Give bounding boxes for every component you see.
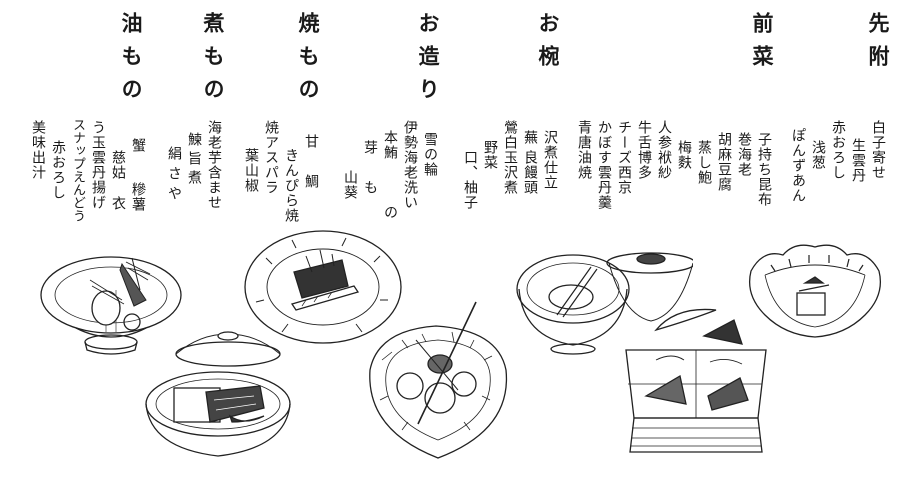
menu-item: 蕪 bbox=[522, 130, 538, 145]
course-title-yakimono: 焼もの bbox=[296, 12, 321, 111]
menu-item: 沢煮仕立 bbox=[542, 130, 558, 190]
menu-item: 慈姑 bbox=[110, 150, 126, 180]
menu-item: 糝薯 bbox=[130, 182, 146, 212]
menu-item: 焼アスパラ bbox=[263, 120, 279, 195]
menu-item: 野菜 bbox=[482, 140, 498, 170]
course-title-otsukuri: お造り bbox=[416, 12, 441, 111]
menu-item: 蒸し鮑 bbox=[696, 140, 712, 185]
menu-item: 青唐油焼 bbox=[576, 120, 592, 180]
menu-item: ぽんずあん bbox=[790, 128, 806, 203]
menu-item: 蟹 bbox=[130, 138, 146, 153]
sakizuke-dish-illustration bbox=[745, 235, 885, 350]
menu-item: 人参袱紗 bbox=[656, 120, 672, 180]
menu-item: スナップえんどう bbox=[70, 118, 85, 222]
menu-item: 巻海老 bbox=[736, 132, 752, 177]
menu-item: かぼす雲丹羹 bbox=[596, 120, 612, 210]
menu-item: 浅葱 bbox=[810, 140, 826, 170]
menu-item: も bbox=[362, 180, 378, 195]
agemono-dish-illustration bbox=[36, 250, 186, 358]
menu-item: 胡麻豆腐 bbox=[716, 132, 732, 192]
menu-item: 海老芋含ませ bbox=[206, 120, 222, 210]
menu-item: 本鮪 bbox=[382, 130, 398, 160]
menu-item: 雪の輪 bbox=[422, 132, 438, 177]
menu-item: 美味出汁 bbox=[30, 120, 46, 180]
menu-item: 鶯白玉沢煮 bbox=[502, 120, 518, 195]
nimono-dish-illustration bbox=[140, 330, 300, 465]
menu-item: 山葵 bbox=[342, 170, 358, 200]
course-title-nimono: 煮もの bbox=[201, 12, 226, 111]
menu-item: の bbox=[382, 205, 398, 220]
menu-item: 白子寄せ bbox=[870, 120, 886, 180]
course-title-zensai: 前菜 bbox=[750, 12, 775, 78]
menu-item: 赤おろし bbox=[50, 140, 66, 200]
zensai-dish-illustration bbox=[616, 300, 776, 465]
menu-item: きんぴら焼 bbox=[283, 148, 299, 223]
yakimono-dish-illustration bbox=[242, 228, 404, 346]
otsukuri-dish-illustration bbox=[362, 300, 512, 470]
menu-item: 赤おろし bbox=[830, 120, 846, 180]
owan-dish-illustration bbox=[515, 245, 693, 360]
menu-item: 子持ち昆布 bbox=[756, 132, 772, 207]
course-title-sakizuke: 先附 bbox=[866, 12, 891, 78]
menu-item: 伊勢海老洗い bbox=[402, 120, 418, 210]
menu-item: 鰊旨煮 bbox=[186, 132, 202, 189]
menu-item: 梅麩 bbox=[676, 140, 692, 170]
menu-item: 良饅頭 bbox=[522, 150, 538, 195]
menu-item: 衣 bbox=[110, 196, 126, 211]
menu-item: 口、柚子 bbox=[462, 150, 478, 210]
menu-item: う玉雲丹揚げ bbox=[90, 120, 106, 210]
menu-item: 葉山椒 bbox=[243, 148, 259, 193]
menu-item: 生雲丹 bbox=[850, 138, 866, 183]
course-title-owan: お椀 bbox=[536, 12, 561, 78]
menu-item: 甘鯛 bbox=[303, 134, 319, 214]
course-title-agemono: 油もの bbox=[119, 12, 144, 111]
menu-item: 牛舌博多 bbox=[636, 120, 652, 180]
menu-item: チーズ西京 bbox=[616, 120, 632, 195]
menu-item: 絹さや bbox=[166, 146, 182, 206]
menu-item: 芽 bbox=[362, 140, 378, 155]
